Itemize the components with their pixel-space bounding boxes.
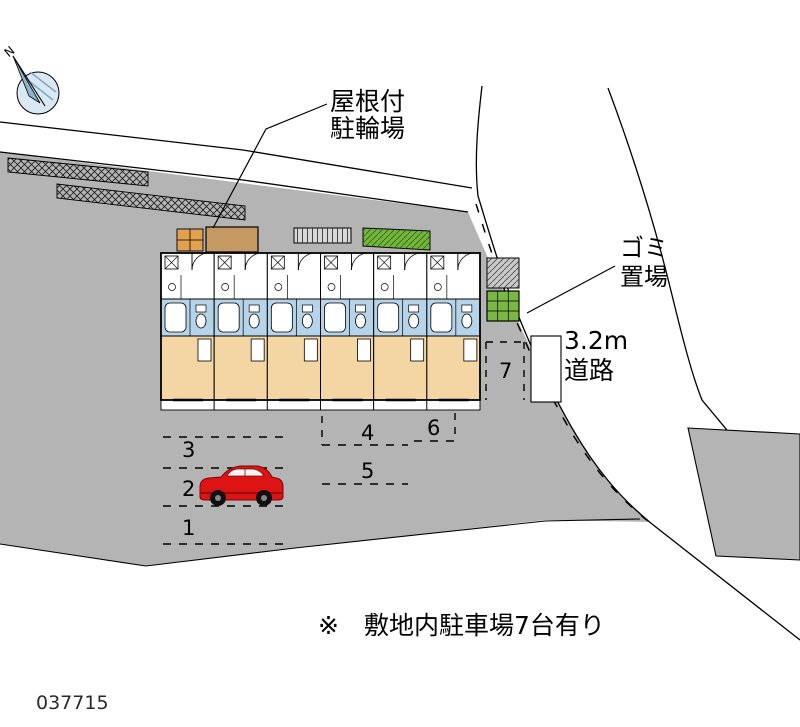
building-unit-1 (160, 252, 215, 411)
washer-pan-cross (377, 255, 391, 270)
garbage-area-grid (487, 291, 519, 321)
bike-shed-label-line1: 屋根付 (330, 87, 405, 116)
building-unit-2 (213, 252, 268, 411)
closet (410, 338, 425, 362)
building-unit-4 (320, 252, 375, 411)
building-outline (160, 252, 481, 401)
right-road-outer-edge (607, 87, 800, 519)
bike-shed (205, 226, 259, 253)
garbage-label-line2: 置場 (620, 263, 668, 291)
plan-id: 037715 (36, 692, 109, 714)
road-width-label-line1: 3.2m (564, 326, 628, 355)
toilet-bowl (248, 313, 260, 329)
bike-shed-label-line2: 駐輪場 (330, 114, 405, 143)
closet (250, 338, 265, 362)
unit-balcony (266, 399, 321, 411)
car-hub-rear (215, 495, 221, 501)
building-unit-3 (266, 252, 322, 411)
bathtub (217, 302, 240, 333)
washer-pan-cross (324, 255, 338, 270)
toilet-tank (195, 304, 207, 313)
bathtub (377, 302, 400, 333)
washer-pan-cross (430, 255, 445, 270)
stall-number-3: 3 (182, 438, 195, 462)
stall-number-4: 4 (361, 421, 374, 445)
unit-balcony (160, 399, 215, 411)
bathtub (324, 302, 346, 333)
toilet-tank (408, 304, 420, 313)
toilet-tank (301, 304, 313, 313)
building-unit-5 (373, 252, 428, 411)
toilet-tank (461, 304, 473, 313)
toilet-tank (248, 304, 260, 313)
neighbor-parcel (687, 427, 800, 561)
stall-number-2: 2 (182, 477, 195, 501)
stall-number-6: 6 (427, 416, 440, 440)
garbage-area (486, 290, 520, 322)
retaining-wall-hatch-2 (56, 183, 246, 221)
closet (303, 338, 318, 362)
unit-balcony (320, 399, 375, 411)
closet (357, 338, 371, 362)
entrance-pavement-grid (177, 229, 203, 251)
top-road-surface (0, 122, 480, 212)
north-needle (12, 55, 41, 104)
washer-pan-cross (164, 255, 179, 270)
toilet-tank (355, 304, 366, 313)
unit-balcony (213, 399, 268, 411)
toilet-bowl (195, 313, 207, 329)
toilet-bowl (301, 313, 313, 329)
bathtub (164, 302, 187, 333)
building-unit-6 (426, 252, 481, 411)
planting-strip-hatch (363, 228, 430, 250)
kitchen-sink (168, 283, 176, 291)
closet (197, 338, 212, 362)
kitchen-sink (221, 283, 230, 291)
toilet-bowl (408, 313, 420, 329)
top-road-upper-edge (0, 121, 473, 189)
washer-pan-cross (271, 255, 285, 270)
north-needle-line (12, 55, 46, 107)
retaining-wall-hatch-1 (7, 157, 149, 187)
kitchen-sink (327, 283, 336, 291)
car-windows (226, 468, 265, 477)
parcel-bottom-boundary (0, 518, 641, 567)
bathtub (430, 302, 453, 333)
washer-pan-cross (217, 255, 232, 270)
parking-stalls-left: 3 2 1 (163, 436, 290, 545)
garbage-label-line1: ゴミ (620, 234, 668, 262)
bathtub (270, 302, 293, 333)
kitchen-sink (380, 283, 389, 291)
unit-balcony (373, 399, 428, 411)
bike-shed-leader-line (212, 103, 328, 229)
kitchen-sink (274, 283, 283, 291)
slope-hatch-lines (487, 258, 519, 288)
car-hub-front (261, 495, 267, 501)
parking-stalls-middle: 4 5 6 (321, 413, 456, 485)
apartment-building (160, 252, 481, 411)
kitchen-sink (433, 283, 442, 291)
site-features (176, 226, 562, 403)
stall-number-5: 5 (361, 459, 374, 483)
stairs-steps (294, 228, 351, 243)
closet (463, 338, 478, 362)
garbage-leader-line (526, 265, 616, 314)
stall-number-1: 1 (182, 516, 195, 540)
driveway-apron (530, 335, 562, 403)
parking-stall-7: 7 (485, 341, 525, 400)
road-width-label-line2: 道路 (564, 356, 614, 385)
site-note: ※ 敷地内駐車場7台有り (318, 611, 605, 640)
top-road-lower-edge (0, 151, 469, 213)
stall-number-7: 7 (499, 359, 512, 383)
car (199, 465, 284, 506)
unit-balcony (426, 399, 481, 411)
toilet-bowl (355, 313, 366, 329)
toilet-bowl (461, 313, 473, 329)
